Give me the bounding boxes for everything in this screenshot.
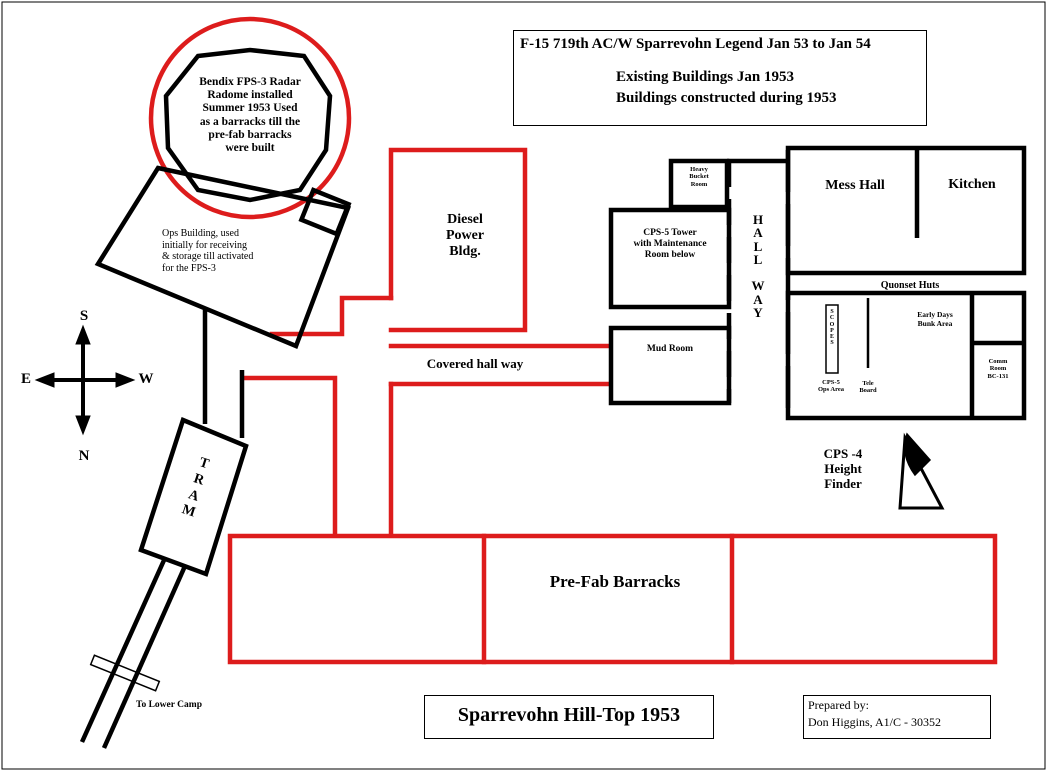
prefab-barracks-label: Pre-Fab Barracks: [549, 572, 681, 591]
compass-n: N: [78, 448, 90, 464]
quonset-label: Quonset Huts: [880, 280, 940, 291]
legend-box: [513, 30, 927, 126]
map-title: Sparrevohn Hill-Top 1953: [457, 704, 681, 726]
mud-room-label: Mud Room: [646, 344, 694, 354]
tele-board-label: Tele Board: [859, 380, 877, 395]
ops-annex: [298, 187, 352, 237]
lower-camp-label: To Lower Camp: [136, 700, 202, 710]
track-crossbar: [89, 654, 161, 692]
prepared-line2: Don Higgins, A1/C - 30352: [808, 715, 942, 729]
covered-hall-north-west: [269, 295, 394, 337]
mess-hall-kitchen: [785, 145, 1027, 276]
heavy-bucket-label: Heavy Bucket Room: [689, 166, 709, 188]
radome-octagon: [163, 47, 333, 203]
rail-right: [101, 565, 188, 749]
covered-hall-south-west: [243, 375, 338, 535]
ops-area-label: CPS-5 Ops Area: [817, 379, 845, 394]
ops-building-label: Ops Building, used initially for receivi…: [162, 228, 254, 274]
height-finder-base: [898, 432, 945, 510]
compass-s: S: [79, 308, 89, 324]
title-box: [424, 695, 714, 739]
constructed-buildings: [148, 16, 998, 665]
cps5-tower-label: CPS-5 Tower with Maintenance Room below: [633, 228, 707, 260]
bunk-area-label: Early Days Bunk Area: [917, 310, 953, 328]
height-finder-dish: [904, 432, 932, 477]
legend-existing-label: Existing Buildings Jan 1953: [616, 69, 794, 85]
scopes-console: [825, 304, 839, 374]
tram-car: [138, 416, 249, 577]
radome-label: Bendix FPS-3 Radar Radome installed Summ…: [199, 76, 301, 155]
compass-rose: [34, 324, 136, 436]
diesel-label: Diesel Power Bldg.: [445, 212, 485, 260]
covered-hall-label: Covered hall way: [426, 356, 524, 371]
height-finder-label: CPS -4 Height Finder: [823, 446, 863, 491]
mud-room: [608, 325, 732, 406]
diesel-power-bldg: [388, 147, 528, 333]
scopes-label: S C O P E S: [829, 309, 835, 347]
hallway-label: H A L L W A Y: [751, 212, 765, 320]
prepared-line1: Prepared by:: [808, 698, 869, 712]
kitchen-label: Kitchen: [948, 177, 996, 192]
rail-left: [79, 557, 168, 743]
legend-constructed-label: Buildings constructed during 1953: [616, 90, 837, 106]
legend-title: F-15 719th AC/W Sparrevohn Legend Jan 53…: [520, 36, 871, 52]
compass-w: W: [138, 371, 154, 387]
ops-building: [94, 165, 352, 349]
compass-e: E: [20, 371, 31, 387]
existing-buildings: [79, 47, 1027, 749]
prefab-barracks: [227, 533, 998, 665]
mess-hall-label: Mess Hall: [825, 178, 885, 193]
radome-circle: [148, 16, 352, 220]
quonset-huts: [785, 290, 1027, 421]
prepared-box: [803, 695, 991, 739]
comm-room-label: Comm Room BC-131: [987, 358, 1009, 380]
details: [89, 298, 945, 692]
